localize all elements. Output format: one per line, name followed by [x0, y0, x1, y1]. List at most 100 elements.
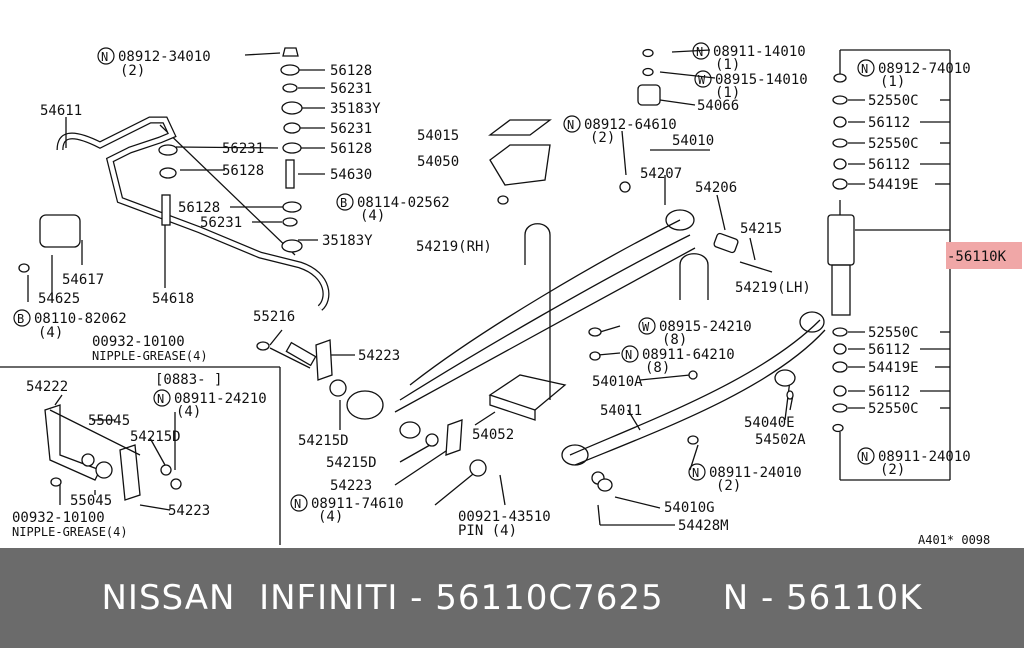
label-qty-4: (4) — [360, 208, 385, 224]
label-qty-2: (2) — [590, 130, 615, 146]
label-56110k: -56110K — [947, 249, 1007, 265]
svg-text:N: N — [157, 392, 164, 406]
label-nipple-grease: NIPPLE-GREASE(4) — [92, 349, 208, 363]
label-56112: 56112 — [868, 384, 910, 400]
label-54206: 54206 — [695, 180, 737, 196]
parts-diagram: N B B N N W N N W N N N N 08912-34010 (2… — [0, 42, 1022, 547]
label-56231: 56231 — [330, 121, 372, 137]
label-qty-2: (2) — [120, 63, 145, 79]
label-qty-4: (4) — [38, 325, 63, 341]
label-52550c: 52550C — [868, 136, 919, 152]
callout-letters: N B B N N W N N W N N N N — [17, 45, 868, 511]
svg-text:W: W — [642, 320, 650, 334]
label-54223: 54223 — [330, 478, 372, 494]
label-08912-34010: 08912-34010 — [118, 49, 211, 65]
svg-text:W: W — [698, 73, 706, 87]
label-54419e: 54419E — [868, 360, 919, 376]
label-qty-4: (4) — [318, 509, 343, 525]
label-54215d: 54215D — [298, 433, 349, 449]
label-00921-43510: 00921-43510 — [458, 509, 551, 525]
label-55045: 55045 — [70, 493, 112, 509]
label-54419e: 54419E — [868, 177, 919, 193]
label-54010: 54010 — [672, 133, 714, 149]
label-52550c: 52550C — [868, 93, 919, 109]
label-qty-4: (4) — [176, 404, 201, 420]
label-35183y: 35183Y — [330, 101, 381, 117]
label-qty-1: (1) — [715, 85, 740, 101]
label-54625: 54625 — [38, 291, 80, 307]
label-qty-8: (8) — [662, 332, 687, 348]
label-54010g: 54010G — [664, 500, 715, 516]
svg-text:N: N — [861, 62, 868, 76]
label-08911-64210: 08911-64210 — [642, 347, 735, 363]
part-labels: 08912-34010 (2) 56128 56231 35183Y 56231… — [12, 44, 1007, 547]
label-54223: 54223 — [358, 348, 400, 364]
svg-text:N: N — [294, 497, 301, 511]
label-54618: 54618 — [152, 291, 194, 307]
label-54630: 54630 — [330, 167, 372, 183]
label-55216: 55216 — [253, 309, 295, 325]
banner-text: NISSAN INFINITI - 56110C7625 N - 56110K — [101, 578, 923, 618]
label-56231: 56231 — [330, 81, 372, 97]
label-56128: 56128 — [330, 141, 372, 157]
label-pin: PIN (4) — [458, 523, 517, 539]
label-56128: 56128 — [330, 63, 372, 79]
label-inset-date: [0883- ] — [155, 372, 222, 388]
label-56112: 56112 — [868, 115, 910, 131]
label-08911-24010: 08911-24010 — [709, 465, 802, 481]
label-qty-2: (2) — [880, 462, 905, 478]
label-54040e: 54040E — [744, 415, 795, 431]
label-08911-14010: 08911-14010 — [713, 44, 806, 60]
label-00932-10100: 00932-10100 — [12, 510, 105, 526]
label-56231: 56231 — [200, 215, 242, 231]
label-nipple-grease: NIPPLE-GREASE(4) — [12, 525, 128, 539]
label-08912-64610: 08912-64610 — [584, 117, 677, 133]
part-number-banner: NISSAN INFINITI - 56110C7625 N - 56110K — [0, 548, 1024, 648]
label-qty-8: (8) — [645, 360, 670, 376]
label-54050: 54050 — [417, 154, 459, 170]
label-54215: 54215 — [740, 221, 782, 237]
svg-text:N: N — [101, 50, 108, 64]
label-54011: 54011 — [600, 403, 642, 419]
label-08911-74610: 08911-74610 — [311, 496, 404, 512]
label-54502a: 54502A — [755, 432, 806, 448]
label-54611: 54611 — [40, 103, 82, 119]
label-54207: 54207 — [640, 166, 682, 182]
label-08915-14010: 08915-14010 — [715, 72, 808, 88]
label-00932-10100: 00932-10100 — [92, 334, 185, 350]
label-54428m: 54428M — [678, 518, 729, 534]
label-54010a: 54010A — [592, 374, 643, 390]
label-qty-1: (1) — [715, 57, 740, 73]
callout-icons — [13, 42, 875, 512]
diagram-ref-code: A401* 0098 — [918, 533, 990, 547]
label-54219-lh: 54219(LH) — [735, 280, 811, 296]
label-54015: 54015 — [417, 128, 459, 144]
label-54215d: 54215D — [130, 429, 181, 445]
hardware-parts — [18, 47, 848, 492]
label-56128: 56128 — [222, 163, 264, 179]
label-54617: 54617 — [62, 272, 104, 288]
label-08114-02562: 08114-02562 — [357, 195, 450, 211]
label-54223: 54223 — [168, 503, 210, 519]
label-08915-24210: 08915-24210 — [659, 319, 752, 335]
label-qty-1: (1) — [880, 74, 905, 90]
label-52550c: 52550C — [868, 401, 919, 417]
svg-text:B: B — [17, 312, 24, 326]
label-56128: 56128 — [178, 200, 220, 216]
label-08911-24010: 08911-24010 — [878, 449, 971, 465]
svg-text:N: N — [692, 466, 699, 480]
label-54215d: 54215D — [326, 455, 377, 471]
svg-text:N: N — [567, 118, 574, 132]
label-56231: 56231 — [222, 141, 264, 157]
label-08110-82062: 08110-82062 — [34, 311, 127, 327]
svg-text:B: B — [340, 196, 347, 210]
label-54052: 54052 — [472, 427, 514, 443]
svg-text:N: N — [625, 348, 632, 362]
label-56112: 56112 — [868, 342, 910, 358]
label-08912-74010: 08912-74010 — [878, 61, 971, 77]
label-54066: 54066 — [697, 98, 739, 114]
highlight-box — [946, 242, 1022, 269]
label-35183y: 35183Y — [322, 233, 373, 249]
label-56112: 56112 — [868, 157, 910, 173]
svg-text:N: N — [696, 45, 703, 59]
